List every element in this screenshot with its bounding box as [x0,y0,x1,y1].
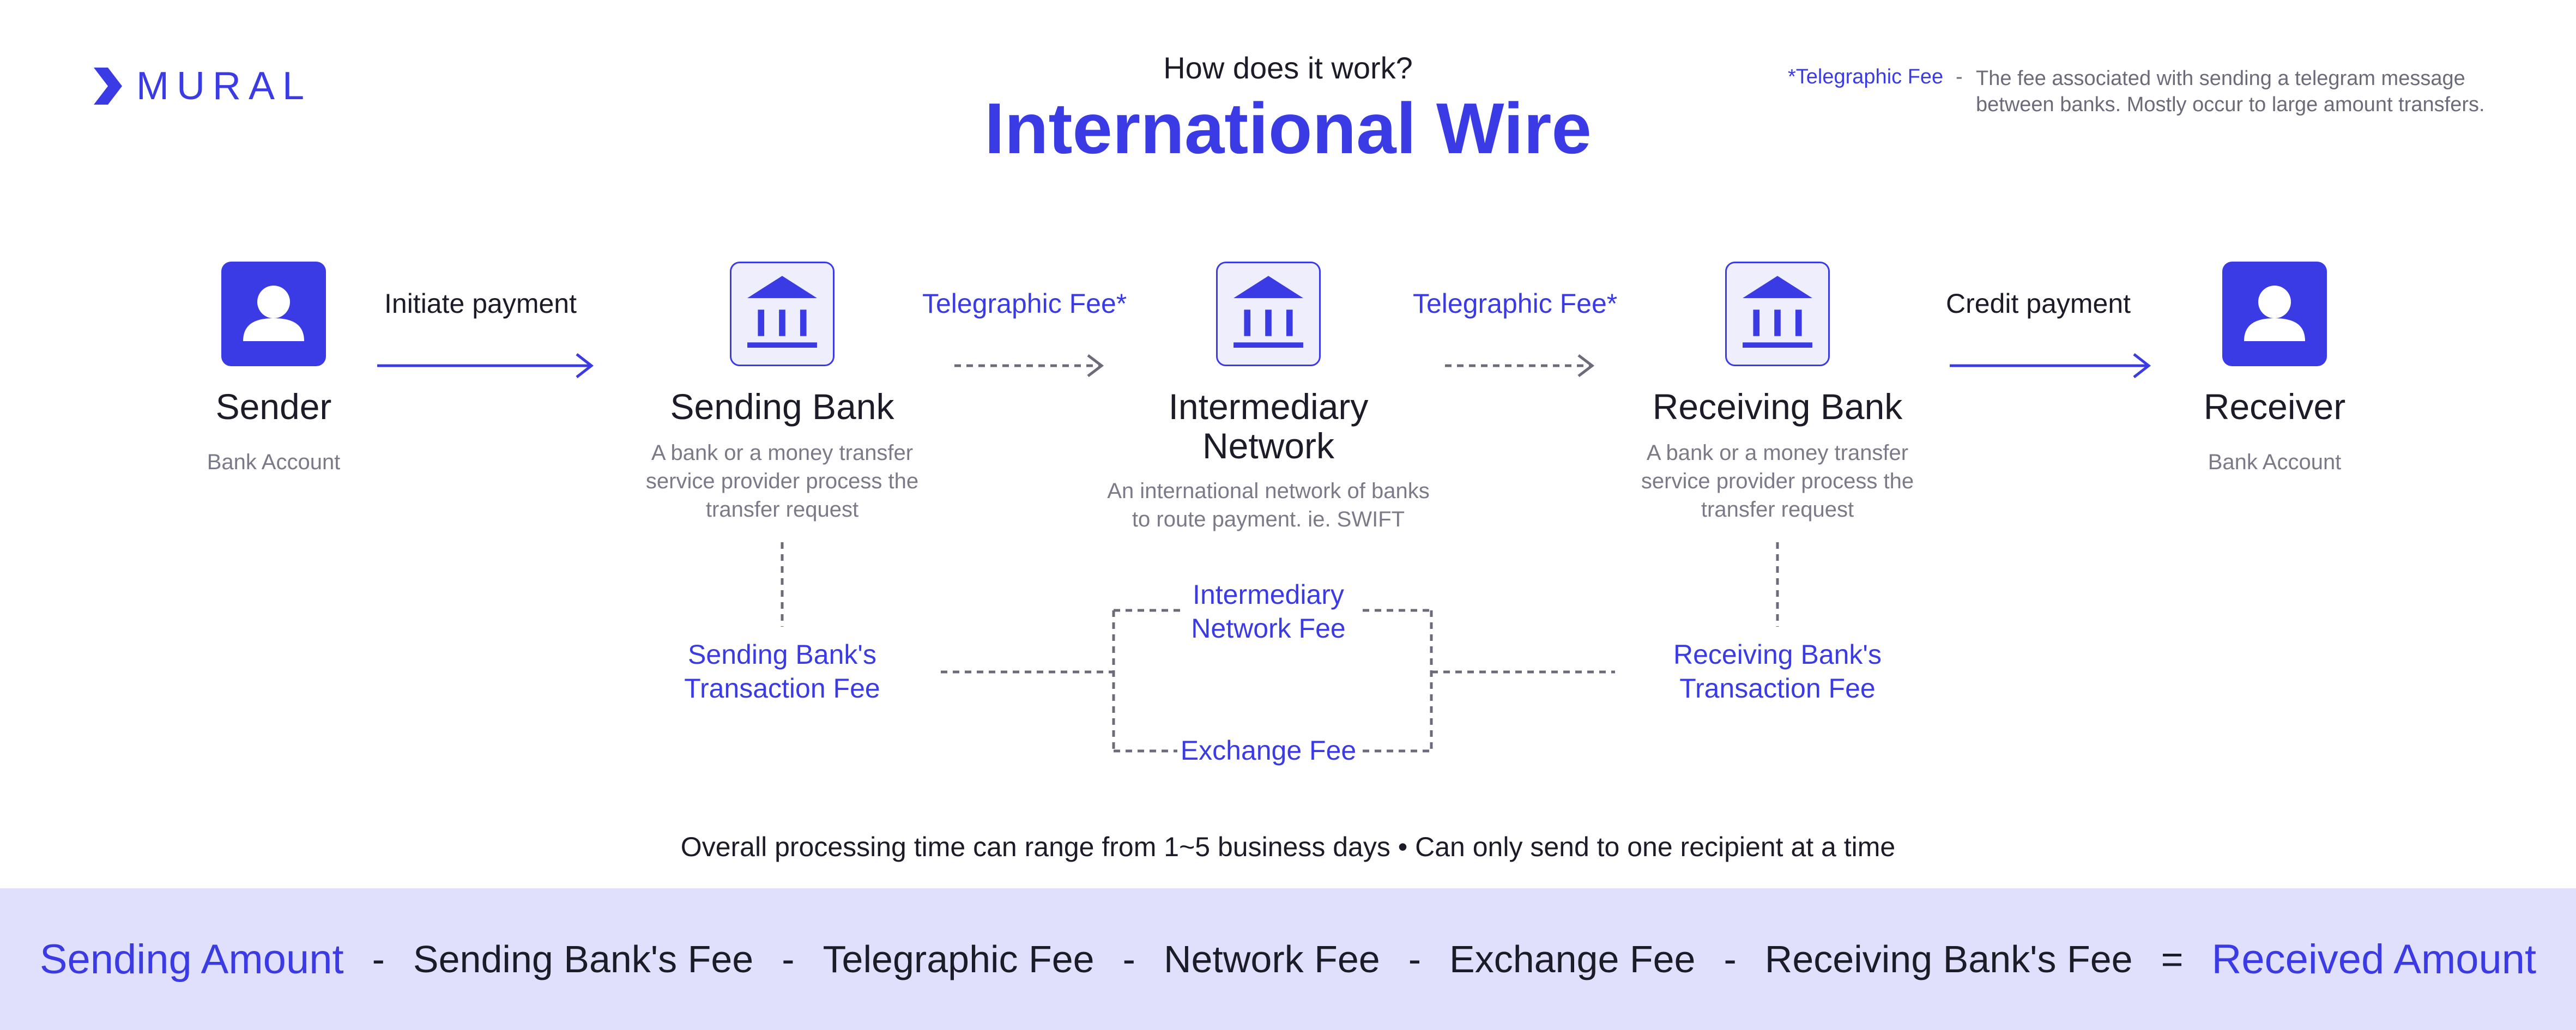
desc-line: transfer request [705,498,859,522]
fee-receiving-bank: Receiving Bank's Transaction Fee [1614,638,1941,705]
formula-minus: - [1408,938,1422,980]
node-title-sending-bank: Sending Bank [670,386,894,427]
desc-line: to route payment. ie. SWIFT [1132,507,1405,531]
formula-equals: = [2161,938,2184,980]
desc-line: A bank or a money transfer [1646,441,1909,465]
intermediary-fee-box [1112,609,1433,753]
formula-minus: - [782,938,795,980]
formula-exchange-fee: Exchange Fee [1449,938,1696,980]
processing-time-note: Overall processing time can range from 1… [680,832,1896,862]
intermediary-network-icon [1216,262,1321,366]
footnote-desc-line: between banks. Mostly occur to large amo… [1976,93,2485,116]
fee-line: Intermediary [1193,579,1344,610]
node-desc-sending-bank: A bank or a money transfer service provi… [591,439,973,524]
node-title-receiver: Receiver [2203,386,2346,427]
formula-received-amount: Received Amount [2211,936,2537,983]
footnote-description: The fee associated with sending a telegr… [1976,65,2521,118]
fee-formula: Sending Amount - Sending Bank's Fee - Te… [0,888,2576,1030]
title-line: Intermediary [1168,386,1369,427]
formula-sending-bank-fee: Sending Bank's Fee [413,938,754,980]
footnote-desc-line: The fee associated with sending a telegr… [1976,67,2465,90]
formula-minus: - [1122,938,1135,980]
formula-minus: - [1724,938,1737,980]
desc-line: transfer request [1701,498,1854,522]
arrow-credit-payment [1950,353,2151,378]
node-desc-intermediary: An international network of banks to rou… [1050,477,1486,534]
flow-connectors [377,353,2151,753]
footnote-dash: - [1956,65,1963,88]
mural-logo-icon [94,68,122,105]
fee-line: Sending Bank's [688,639,876,670]
receiver-person-icon [2222,262,2327,366]
node-desc-sender: Bank Account [207,450,341,474]
node-title-intermediary: Intermediary Network [1078,387,1459,465]
page-title: International Wire [984,88,1592,168]
node-title-receiving-bank: Receiving Bank [1652,386,1903,427]
node-title-sender: Sender [215,386,332,427]
brand-logo: MURAL [92,64,312,108]
flow-label-telegraphic-1: Telegraphic Fee* [922,288,1127,319]
fee-line: Network Fee [1191,613,1346,644]
desc-line: A bank or a money transfer [651,441,914,465]
footnote-term: *Telegraphic Fee [1788,65,1944,88]
fee-line: Transaction Fee [684,673,880,704]
fee-formula-banner: Sending Amount - Sending Bank's Fee - Te… [0,888,2576,1030]
formula-receiving-bank-fee: Receiving Bank's Fee [1764,938,2133,980]
arrow-telegraphic-1 [954,354,1104,377]
brand-name: MURAL [136,64,312,108]
node-desc-receiving-bank: A bank or a money transfer service provi… [1587,439,1968,524]
desc-line: An international network of banks [1107,479,1430,503]
sender-person-icon [221,262,326,366]
formula-network-fee: Network Fee [1163,938,1380,980]
fee-sending-bank: Sending Bank's Transaction Fee [619,638,946,705]
arrow-telegraphic-2 [1445,354,1595,377]
fee-line: Receiving Bank's [1673,639,1882,670]
flow-label-credit: Credit payment [1946,288,2131,319]
fee-intermediary-network: Intermediary Network Fee [1132,578,1405,645]
receiving-bank-icon [1725,262,1830,366]
sending-bank-icon [730,262,835,366]
node-desc-receiver: Bank Account [2208,450,2342,474]
arrow-initiate-payment [377,353,594,378]
formula-minus: - [372,938,385,980]
desc-line: service provider process the [645,469,919,493]
flow-label-initiate: Initiate payment [384,288,577,319]
flow-label-telegraphic-2: Telegraphic Fee* [1413,288,1618,319]
formula-telegraphic-fee: Telegraphic Fee [823,938,1095,980]
fee-exchange: Exchange Fee [1180,735,1357,766]
page-subtitle: How does it work? [1163,51,1413,85]
formula-sending-amount: Sending Amount [39,936,344,983]
fee-line: Transaction Fee [1679,673,1876,704]
desc-line: service provider process the [1641,469,1914,493]
title-line: Network [1202,426,1335,466]
